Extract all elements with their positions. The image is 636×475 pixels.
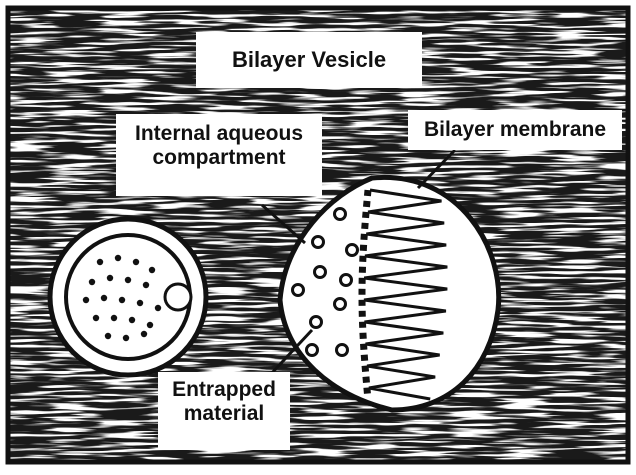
diagram-title: Bilayer Vesicle <box>196 32 422 88</box>
small-particle <box>149 267 155 273</box>
small-particle <box>83 297 89 303</box>
entrapped-particle <box>313 237 324 248</box>
small-particle <box>89 279 95 285</box>
entrapped-particle <box>335 299 346 310</box>
small-particle <box>133 259 139 265</box>
entrapped-particle <box>311 317 322 328</box>
small-particle <box>137 300 143 306</box>
label-internal-line1: Internal aqueous <box>116 122 322 146</box>
small-particle <box>111 315 117 321</box>
label-internal-line2: compartment <box>116 146 322 170</box>
small-particle <box>155 305 161 311</box>
small-particle <box>129 317 135 323</box>
small-particle <box>97 259 103 265</box>
entrapped-particle <box>315 267 326 278</box>
small-particle <box>115 255 121 261</box>
small-particle <box>101 295 107 301</box>
label-entrapped-material: Entrapped material <box>158 372 290 450</box>
small-vesicle <box>50 219 206 375</box>
entrapped-particle <box>341 275 352 286</box>
small-particle <box>125 277 131 283</box>
entrapped-particle <box>307 345 318 356</box>
small-particle <box>119 297 125 303</box>
small-particle <box>107 275 113 281</box>
small-particle <box>105 333 111 339</box>
entrapped-particle <box>293 285 304 296</box>
small-particle <box>147 322 153 328</box>
small-particle <box>141 331 147 337</box>
small-particle <box>143 282 149 288</box>
entrapped-particle <box>337 345 348 356</box>
small-particle <box>123 335 129 341</box>
label-entrapped-line1: Entrapped <box>158 378 290 402</box>
label-entrapped-line2: material <box>158 402 290 426</box>
label-bilayer-membrane: Bilayer membrane <box>408 110 622 150</box>
entrapped-particle <box>347 245 358 256</box>
label-internal-aqueous-compartment: Internal aqueous compartment <box>116 114 322 196</box>
entrapped-particle <box>335 209 346 220</box>
small-particle <box>93 315 99 321</box>
